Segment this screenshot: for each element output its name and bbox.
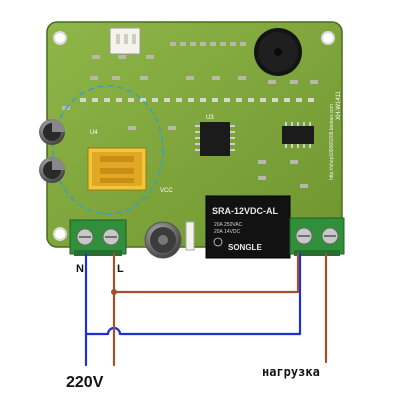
relay-rating-1: 20A 250VAC	[214, 222, 243, 228]
ic-label: U3	[206, 115, 214, 121]
line-to-relay-wire	[112, 252, 300, 294]
driver-chip	[282, 122, 314, 148]
voltage-label: 220V	[66, 374, 104, 391]
transformer-label: U4	[90, 130, 98, 136]
vcc-label: VCC	[160, 188, 173, 194]
line-label: L	[117, 263, 124, 275]
capacitor-icon	[39, 157, 65, 183]
pad-row-top	[80, 98, 314, 102]
terminal-block-icon	[69, 219, 127, 256]
mounting-hole	[53, 227, 67, 241]
mounting-hole	[321, 31, 335, 45]
board-url-text: http://shop109000208.taobao.com	[329, 104, 335, 180]
wire-junction	[111, 289, 117, 295]
relay-model: SRA-12VDC-AL	[212, 206, 279, 216]
relay-icon: SRA-12VDC-AL 20A 250VAC 20A 14VDC SONGLE	[205, 195, 291, 259]
header-connector	[109, 27, 141, 55]
capacitor-icon	[144, 221, 182, 259]
relay-rating-2: 20A 14VDC	[214, 229, 241, 235]
capacitor-icon	[39, 119, 65, 145]
ic-chip: U3	[195, 115, 235, 156]
buzzer-icon	[254, 28, 302, 76]
relay-brand: SONGLE	[228, 243, 262, 252]
wiring	[84, 252, 328, 367]
transformer-icon: U4	[87, 130, 147, 191]
power-section-outline	[52, 85, 164, 215]
neutral-label: N	[76, 263, 84, 275]
pcb-board: U3 U4	[39, 21, 343, 248]
terminal-block-icon	[289, 217, 345, 256]
board-model-text: XH-W1411	[336, 90, 342, 120]
load-label: нагрузка	[262, 365, 320, 379]
mounting-hole	[53, 31, 67, 45]
fuse-component	[185, 221, 195, 251]
